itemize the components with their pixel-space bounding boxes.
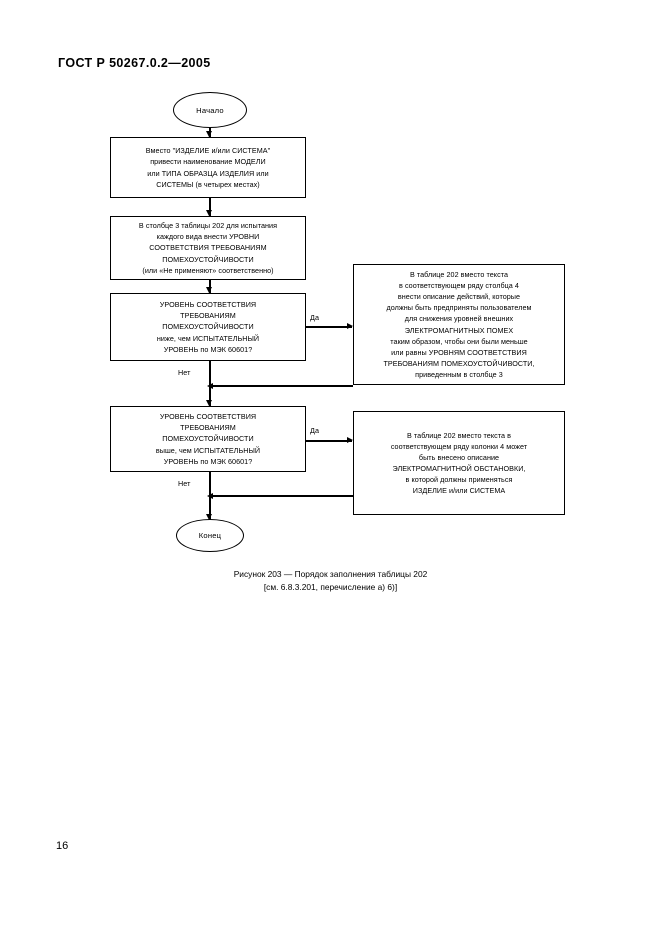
arrow-down-icon bbox=[206, 210, 212, 216]
edge-label-yes-2: Да bbox=[310, 426, 320, 435]
edge-label-no-1: Нет bbox=[178, 368, 191, 377]
arrow-left-icon bbox=[207, 382, 213, 389]
connector-decision2-yes bbox=[306, 440, 352, 442]
decision-level-higher: УРОВЕНЬ СООТВЕТСТВИЯ ТРЕБОВАНИЯМ ПОМЕХОУ… bbox=[110, 406, 306, 472]
box-replace-names: Вместо "ИЗДЕЛИЕ и/или СИСТЕМА" привести … bbox=[110, 137, 306, 198]
arrow-down-icon bbox=[206, 400, 212, 406]
figure-caption: Рисунок 203 — Порядок заполнения таблицы… bbox=[0, 568, 661, 595]
arrow-down-icon bbox=[206, 287, 212, 293]
box-column3-levels-text: В столбце 3 таблицы 202 для испытания ка… bbox=[138, 221, 278, 275]
box-column3-levels: В столбце 3 таблицы 202 для испытания ка… bbox=[110, 216, 306, 280]
connector-box1-to-box2 bbox=[209, 198, 211, 216]
decision-level-lower-text: УРОВЕНЬ СООТВЕТСТВИЯ ТРЕБОВАНИЯМ ПОМЕХОУ… bbox=[156, 300, 260, 354]
arrow-right-icon bbox=[347, 323, 353, 329]
edge-label-yes-1: Да bbox=[310, 313, 320, 322]
action-column4-emi: В таблице 202 вместо текста в соответств… bbox=[353, 264, 565, 385]
arrow-right-icon bbox=[347, 437, 353, 443]
connector-box2-to-decision1 bbox=[209, 280, 211, 293]
connector-decision2-no bbox=[209, 472, 211, 520]
figure-caption-line2: [см. 6.8.3.201, перечисление а) 6)] bbox=[263, 582, 398, 593]
connector-return-from-action1 bbox=[212, 385, 353, 387]
standard-header: ГОСТ Р 50267.0.2—2005 bbox=[58, 56, 211, 70]
decision-level-lower: УРОВЕНЬ СООТВЕТСТВИЯ ТРЕБОВАНИЯМ ПОМЕХОУ… bbox=[110, 293, 306, 361]
arrow-left-icon bbox=[207, 492, 213, 499]
action-column4-environment: В таблице 202 вместо текста в соответств… bbox=[353, 411, 565, 515]
end-node-label: Конец bbox=[198, 531, 222, 540]
figure-caption-line1: Рисунок 203 — Порядок заполнения таблицы… bbox=[233, 569, 428, 579]
action-column4-emi-text: В таблице 202 вместо текста в соответств… bbox=[383, 269, 535, 380]
connector-decision1-yes bbox=[306, 326, 352, 328]
start-node-label: Начало bbox=[196, 105, 224, 115]
connector-return-from-action2 bbox=[212, 495, 353, 497]
decision-level-higher-text: УРОВЕНЬ СООТВЕТСТВИЯ ТРЕБОВАНИЯМ ПОМЕХОУ… bbox=[155, 412, 261, 466]
arrow-down-icon bbox=[206, 514, 212, 520]
connector-decision1-no bbox=[209, 361, 211, 406]
flowchart-end-node: Конец bbox=[176, 519, 244, 552]
box-replace-names-text: Вместо "ИЗДЕЛИЕ и/или СИСТЕМА" привести … bbox=[145, 146, 271, 189]
page-number: 16 bbox=[56, 840, 69, 852]
arrow-down-icon bbox=[206, 131, 212, 137]
edge-label-no-2: Нет bbox=[178, 479, 191, 488]
flowchart-start-node: Начало bbox=[173, 92, 247, 128]
action-column4-environment-text: В таблице 202 вместо текста в соответств… bbox=[390, 430, 528, 496]
